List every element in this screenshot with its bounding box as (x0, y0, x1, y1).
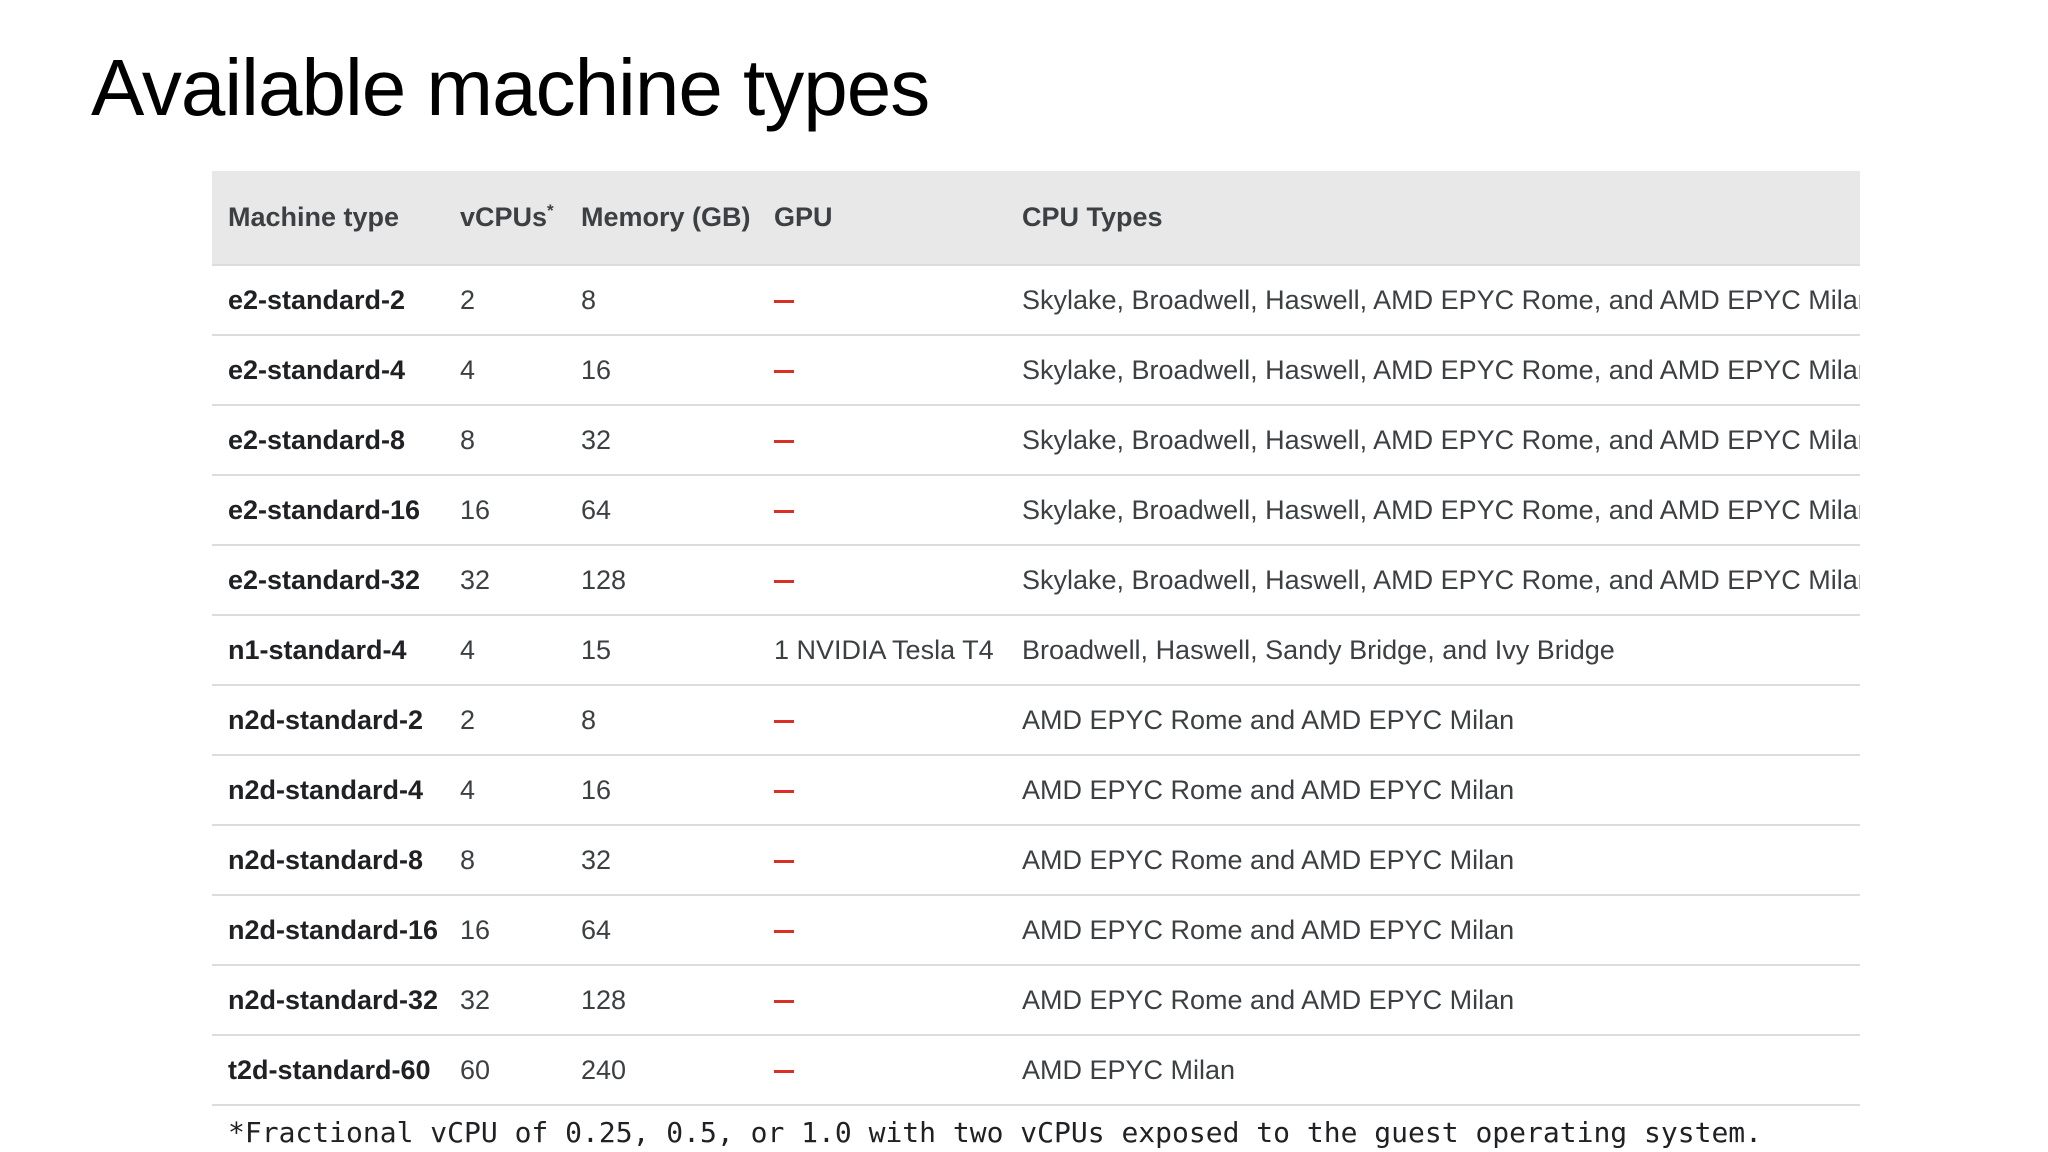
vcpus-cell: 8 (444, 404, 565, 475)
vcpus-cell: 2 (444, 264, 565, 335)
memory-cell: 128 (565, 964, 758, 1035)
memory-cell: 32 (565, 404, 758, 475)
machine-type-cell: n2d-standard-8 (212, 824, 444, 895)
cpu-types-cell: Skylake, Broadwell, Haswell, AMD EPYC Ro… (1006, 474, 1860, 545)
cpu-types-cell: AMD EPYC Rome and AMD EPYC Milan (1006, 684, 1860, 755)
machine-type-cell: n2d-standard-4 (212, 754, 444, 825)
machine-type-cell: n2d-standard-16 (212, 894, 444, 965)
cpu-types-cell: AMD EPYC Rome and AMD EPYC Milan (1006, 824, 1860, 895)
machine-type-cell: e2-standard-8 (212, 404, 444, 475)
memory-cell: 16 (565, 334, 758, 405)
header-vcpus: vCPUs* (444, 171, 565, 265)
gpu-cell (758, 474, 1006, 545)
cpu-types-cell: AMD EPYC Rome and AMD EPYC Milan (1006, 964, 1860, 1035)
none-dash-icon (774, 509, 794, 513)
none-dash-icon (774, 719, 794, 723)
memory-cell: 128 (565, 544, 758, 615)
header-gpu: GPU (758, 171, 1006, 265)
machine-type-cell: t2d-standard-60 (212, 1034, 444, 1106)
header-machine-type: Machine type (212, 171, 444, 265)
none-dash-icon (774, 299, 794, 303)
none-dash-icon (774, 1069, 794, 1073)
machine-type-cell: n2d-standard-32 (212, 964, 444, 1035)
cpu-types-cell: AMD EPYC Rome and AMD EPYC Milan (1006, 754, 1860, 825)
gpu-cell (758, 404, 1006, 475)
cpu-types-cell: Skylake, Broadwell, Haswell, AMD EPYC Ro… (1006, 544, 1860, 615)
cpu-types-cell: Skylake, Broadwell, Haswell, AMD EPYC Ro… (1006, 264, 1860, 335)
memory-cell: 240 (565, 1034, 758, 1106)
gpu-cell (758, 894, 1006, 965)
machine-type-cell: e2-standard-4 (212, 334, 444, 405)
gpu-cell (758, 264, 1006, 335)
none-dash-icon (774, 929, 794, 933)
memory-cell: 64 (565, 894, 758, 965)
header-cpu-types: CPU Types (1006, 171, 1860, 265)
none-dash-icon (774, 579, 794, 583)
vcpus-cell: 4 (444, 754, 565, 825)
none-dash-icon (774, 369, 794, 373)
memory-cell: 32 (565, 824, 758, 895)
machine-type-cell: n2d-standard-2 (212, 684, 444, 755)
gpu-cell (758, 544, 1006, 615)
machine-type-cell: e2-standard-32 (212, 544, 444, 615)
header-memory: Memory (GB) (565, 171, 758, 265)
gpu-cell (758, 754, 1006, 825)
gpu-cell (758, 684, 1006, 755)
vcpus-cell: 4 (444, 614, 565, 685)
none-dash-icon (774, 999, 794, 1003)
vcpus-cell: 16 (444, 474, 565, 545)
vcpus-cell: 4 (444, 334, 565, 405)
table-header-row: Machine type vCPUs* Memory (GB) GPU CPU … (212, 171, 1860, 265)
cpu-types-cell: AMD EPYC Rome and AMD EPYC Milan (1006, 894, 1860, 965)
cpu-types-cell: AMD EPYC Milan (1006, 1034, 1860, 1106)
machine-types-table-container: Machine type vCPUs* Memory (GB) GPU CPU … (212, 171, 1860, 1106)
gpu-cell (758, 824, 1006, 895)
none-dash-icon (774, 789, 794, 793)
none-dash-icon (774, 439, 794, 443)
machine-type-cell: e2-standard-2 (212, 264, 444, 335)
memory-cell: 8 (565, 684, 758, 755)
footnote-marker: * (547, 201, 554, 220)
vcpus-cell: 16 (444, 894, 565, 965)
cpu-types-cell: Skylake, Broadwell, Haswell, AMD EPYC Ro… (1006, 334, 1860, 405)
memory-cell: 15 (565, 614, 758, 685)
footnote: *Fractional vCPU of 0.25, 0.5, or 1.0 wi… (228, 1116, 1763, 1149)
vcpus-cell: 32 (444, 964, 565, 1035)
memory-cell: 16 (565, 754, 758, 825)
cpu-types-cell: Broadwell, Haswell, Sandy Bridge, and Iv… (1006, 614, 1860, 685)
gpu-cell: 1 NVIDIA Tesla T4 (758, 614, 1006, 685)
gpu-cell (758, 1034, 1006, 1106)
vcpus-cell: 60 (444, 1034, 565, 1106)
memory-cell: 8 (565, 264, 758, 335)
machine-types-table: Machine type vCPUs* Memory (GB) GPU CPU … (212, 171, 1860, 1106)
memory-cell: 64 (565, 474, 758, 545)
cpu-types-cell: Skylake, Broadwell, Haswell, AMD EPYC Ro… (1006, 404, 1860, 475)
vcpus-cell: 32 (444, 544, 565, 615)
gpu-cell (758, 334, 1006, 405)
vcpus-cell: 8 (444, 824, 565, 895)
gpu-cell (758, 964, 1006, 1035)
vcpus-cell: 2 (444, 684, 565, 755)
machine-type-cell: n1-standard-4 (212, 614, 444, 685)
none-dash-icon (774, 859, 794, 863)
machine-type-cell: e2-standard-16 (212, 474, 444, 545)
slide-title: Available machine types (91, 43, 930, 132)
